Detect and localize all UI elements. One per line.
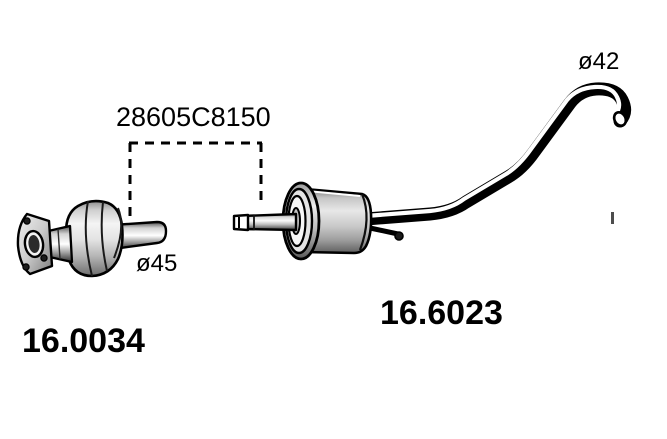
muffler-hanger-rod [367, 225, 404, 241]
catalyst-flange-bolt-hole-right [40, 254, 48, 262]
muffler-barrel [301, 187, 373, 255]
muffler-right-cap [358, 193, 368, 251]
catalyst-barrel-seam-2 [100, 201, 108, 272]
part-number-label: 28605C8150 [116, 102, 271, 132]
callout-dashed-bracket [128, 141, 263, 230]
inlet-diameter-label: ø45 [136, 250, 178, 277]
muffler-inlet-pipe [232, 212, 298, 232]
tailpipe-tip-opening [612, 111, 628, 127]
catalytic-converter-assembly [16, 199, 168, 278]
catalyst-flange-bolt-hole-top [23, 217, 31, 225]
tailpipe-diameter-label: ø42 [578, 48, 620, 75]
tailpipe-outline [359, 82, 632, 226]
catalyst-barrel-right-cap [113, 207, 123, 259]
catalyst-outlet-pipe-body [111, 220, 168, 251]
tailpipe-highlight [363, 84, 622, 219]
tailpipe-tip [612, 111, 628, 127]
muffler-top-highlight [306, 190, 361, 197]
muffler-inlet-slot-end [232, 213, 250, 232]
catalyst-barrel-body [64, 199, 124, 278]
catalyst-neck-highlight [57, 228, 61, 260]
tailpipe [359, 82, 632, 226]
catalyst-flange-bolt-hole-bottom [22, 263, 30, 271]
reference-tick-mark [611, 212, 614, 224]
muffler-reference-label: 16.6023 [380, 294, 503, 332]
muffler-inlet-pipe-body [239, 212, 298, 232]
catalyst-barrel-seam-1 [84, 200, 93, 277]
catalyst-outlet-pipe [111, 220, 168, 251]
hanger-rod-bar [367, 225, 401, 237]
catalyst-flange-port-bore [28, 235, 40, 253]
muffler-body [301, 187, 373, 255]
catalyst-flange [16, 212, 54, 276]
hanger-rod-end [394, 231, 404, 241]
catalyst-barrel [64, 199, 124, 278]
muffler-tailpipe-assembly [232, 82, 632, 261]
catalytic-converter-reference-label: 16.0034 [22, 322, 145, 360]
